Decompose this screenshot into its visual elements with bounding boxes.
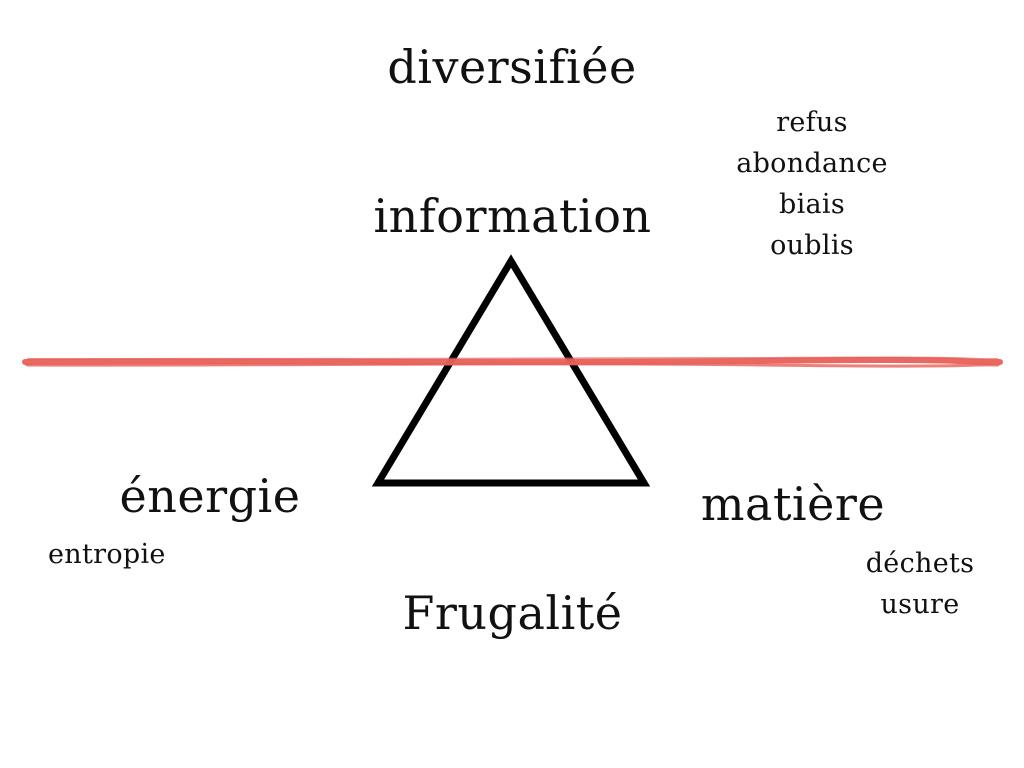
list-item-usure: usure: [880, 589, 960, 620]
label-entropie: entropie: [48, 539, 166, 570]
list-item-refus: refus: [776, 107, 848, 138]
triangle-shape: [371, 254, 651, 487]
label-frugalite: Frugalité: [402, 586, 623, 640]
label-diversifiee: diversifiée: [387, 40, 637, 94]
label-matiere: matière: [700, 477, 886, 531]
matter-issues-list: déchets usure: [830, 543, 1010, 625]
red-dividing-line: [22, 356, 1003, 368]
label-energie: énergie: [119, 469, 301, 523]
information-issues-list: refus abondance biais oublis: [712, 102, 912, 266]
list-item-abondance: abondance: [736, 148, 888, 179]
list-item-oublis: oublis: [770, 230, 854, 261]
label-information: information: [373, 189, 652, 243]
list-item-biais: biais: [778, 189, 845, 220]
list-item-dechets: déchets: [865, 548, 975, 579]
